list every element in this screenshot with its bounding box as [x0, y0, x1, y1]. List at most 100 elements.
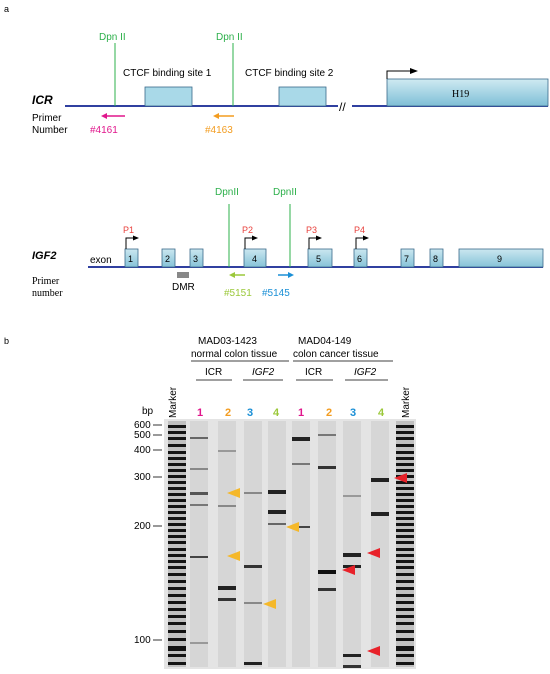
arrowhead-yellow-2	[227, 551, 240, 561]
marker-right-band-28	[396, 594, 414, 597]
gel-band-17	[268, 523, 286, 525]
gel-band-22	[318, 466, 336, 469]
arrowhead-red-4	[394, 473, 407, 483]
marker-right-band-34	[396, 638, 414, 641]
gel-image	[164, 419, 416, 669]
marker-right-band-7	[396, 463, 414, 466]
exon-7	[400, 248, 415, 268]
marker-left-band-36	[168, 654, 186, 657]
marker-right-band-19	[396, 535, 414, 538]
exon-5-label: 5	[316, 254, 321, 264]
gel-band-25	[343, 495, 361, 497]
primer-5145-arrowhead	[288, 272, 294, 278]
gel-band-13	[244, 602, 262, 604]
group-igf2-2: IGF2	[354, 367, 377, 378]
gel-lane-2	[218, 421, 236, 667]
arrowhead-red-2	[367, 548, 380, 558]
icr-label: ICR	[32, 93, 53, 107]
gel-lanes	[168, 421, 414, 667]
bp-label: bp	[142, 406, 154, 417]
exon-row-label: exon	[90, 255, 112, 266]
marker-left-band-10	[168, 481, 186, 484]
h19-label: H19	[452, 89, 469, 100]
gel-lane-7	[343, 421, 361, 667]
promoter-p4-arrow	[355, 237, 364, 249]
gel-band-8	[218, 505, 236, 507]
exon-4	[243, 248, 267, 268]
marker-left-band-2	[168, 431, 186, 434]
gel-lane-8	[371, 421, 389, 667]
exon-4-label: 4	[252, 254, 257, 264]
marker-left-band-34	[168, 638, 186, 641]
marker-left-band-1	[168, 425, 186, 428]
marker-right-band-8	[396, 469, 414, 472]
marker-right-band-17	[396, 523, 414, 526]
marker-left-band-3	[168, 437, 186, 440]
marker-left-band-18	[168, 529, 186, 532]
marker-right-band-25	[396, 573, 414, 576]
marker-left-band-5	[168, 451, 186, 454]
promoter-p3-arrowhead	[316, 235, 322, 241]
marker-right-band-36	[396, 654, 414, 657]
marker-left-band-29	[168, 601, 186, 604]
gel-band-5	[190, 556, 208, 558]
size-300: 300	[134, 472, 151, 483]
marker-right-band-33	[396, 630, 414, 633]
ctcf-site-1-box	[144, 86, 193, 107]
exon-7-label: 7	[404, 254, 409, 264]
gel-band-30	[371, 478, 389, 482]
size-600: 600	[134, 420, 151, 431]
lane-1-number: 1	[197, 407, 203, 419]
marker-right-band-31	[396, 615, 414, 618]
lane-8-number: 4	[378, 407, 385, 419]
dmr-box	[177, 272, 189, 278]
gel-band-1	[190, 437, 208, 439]
gel-band-31	[371, 512, 389, 516]
gel-band-3	[190, 492, 208, 495]
marker-right-band-12	[396, 493, 414, 496]
marker-left-band-30	[168, 608, 186, 611]
promoter-p2-arrowhead	[252, 235, 258, 241]
gel-band-23	[318, 570, 336, 574]
dmr-label: DMR	[172, 282, 195, 293]
gel-bands	[168, 425, 414, 668]
marker-right-band-2	[396, 431, 414, 434]
marker-right-band-6	[396, 457, 414, 460]
marker-left-band-32	[168, 622, 186, 625]
size-200: 200	[134, 521, 151, 532]
marker-right-band-1	[396, 425, 414, 428]
promoter-p1-arrow	[125, 237, 134, 249]
gel-band-14	[244, 662, 262, 665]
marker-left-band-33	[168, 630, 186, 633]
gel-band-2	[190, 468, 208, 470]
marker-left-band-27	[168, 587, 186, 590]
marker-right-band-37	[396, 662, 414, 665]
gel-lane-5	[292, 421, 310, 667]
gel-band-19	[292, 463, 310, 465]
lane-2-number: 2	[225, 407, 231, 419]
icr-diagram: ICR // Dpn II Dpn II CTCF binding site 1…	[32, 32, 549, 136]
lane-3-number: 3	[247, 407, 253, 419]
gel-band-24	[318, 588, 336, 591]
promoter-p2-label: P2	[242, 225, 253, 235]
primer-4163-label: #4163	[205, 125, 233, 136]
marker-right-band-32	[396, 622, 414, 625]
exon-1-label: 1	[128, 254, 133, 264]
marker-left-band-4	[168, 444, 186, 447]
h19-box	[386, 78, 549, 107]
gel-header: MAD03-1423 normal colon tissue MAD04-149…	[168, 336, 412, 419]
marker-right-band-24	[396, 566, 414, 569]
marker-left-band-11	[168, 487, 186, 490]
gel-band-7	[218, 450, 236, 452]
marker-right-band-14	[396, 505, 414, 508]
exon-1	[124, 248, 139, 268]
marker-right-band-5	[396, 451, 414, 454]
marker-left-band-12	[168, 493, 186, 496]
h19-tss-arrow	[386, 70, 412, 79]
marker-left-band-37	[168, 662, 186, 665]
break-mark: //	[339, 100, 346, 114]
group-icr-2: ICR	[305, 367, 322, 378]
h19-tss-arrowhead	[410, 68, 418, 74]
marker-right-band-16	[396, 517, 414, 520]
ctcf-site-2-box	[278, 86, 327, 107]
